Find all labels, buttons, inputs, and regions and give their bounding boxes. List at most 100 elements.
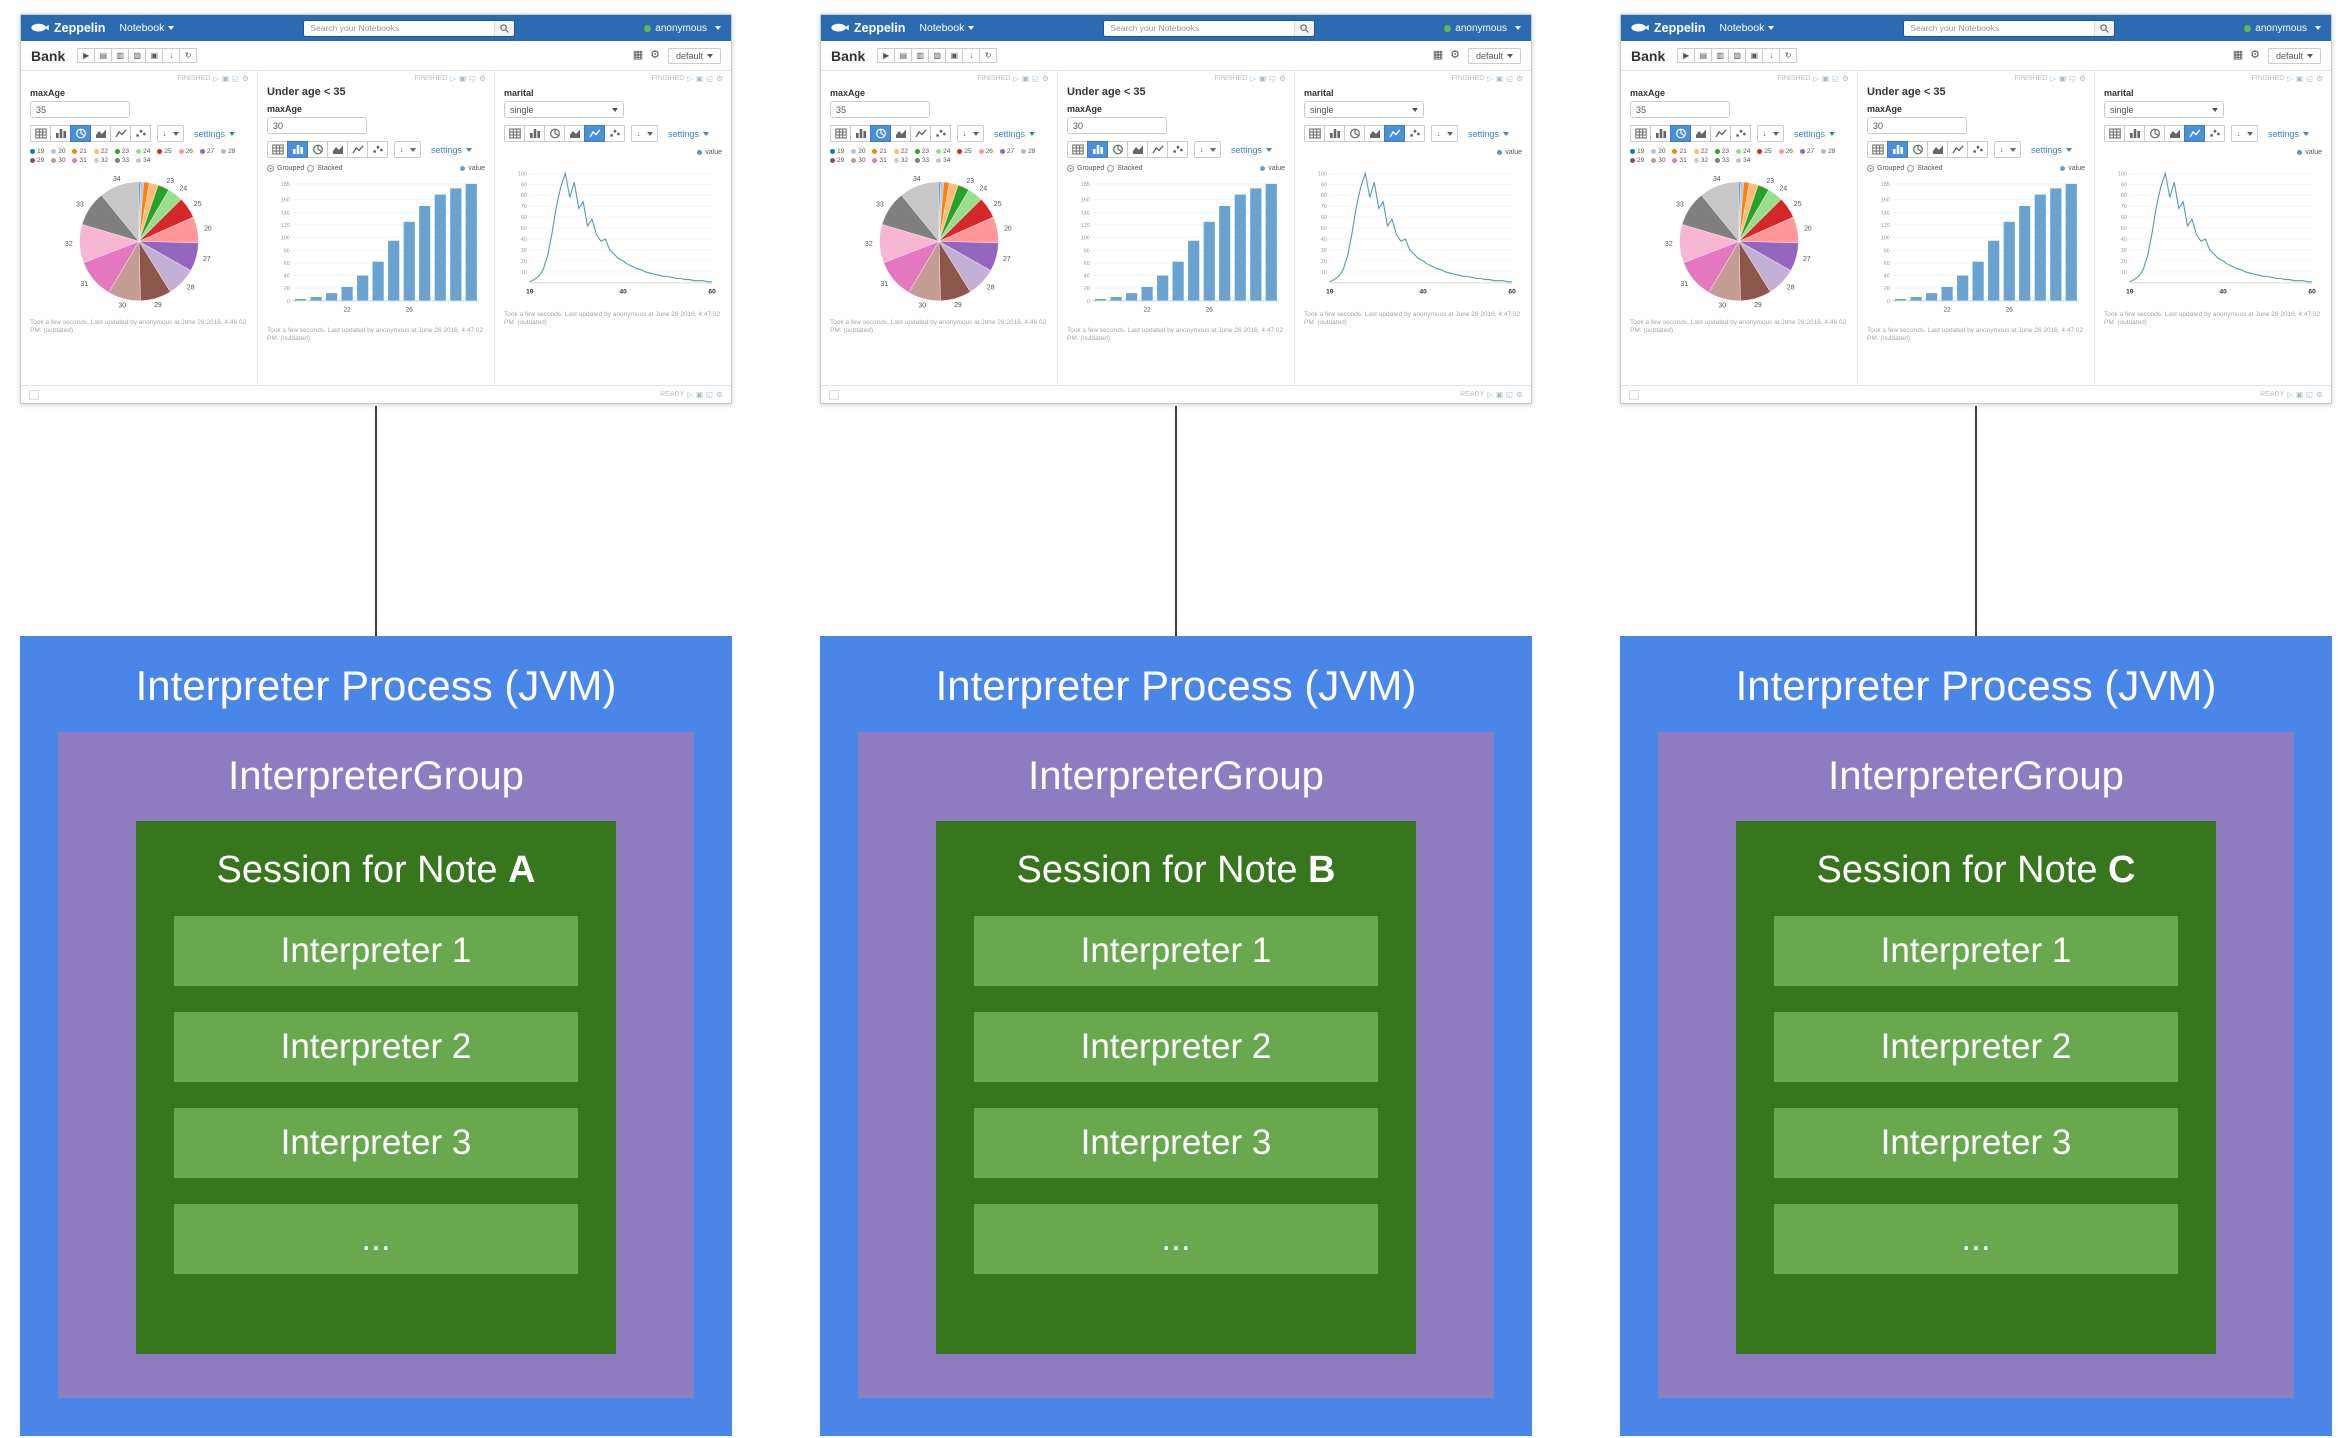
search-button[interactable] [1294, 20, 1315, 36]
clone-note-button[interactable]: ▣ [145, 48, 164, 63]
chart-type-table-button[interactable] [1067, 141, 1088, 158]
chart-type-area-button[interactable] [1927, 141, 1948, 158]
keyboard-shortcuts-icon[interactable]: ▦ [2232, 49, 2244, 61]
grouped-radio[interactable] [267, 165, 274, 172]
clear-output-button[interactable]: ▧ [1728, 48, 1747, 63]
fullscreen-icon[interactable]: ◱ [232, 74, 240, 83]
fullscreen-icon[interactable]: ◱ [1506, 389, 1514, 399]
legend-item[interactable]: 27 [1799, 148, 1814, 155]
legend-item[interactable]: 31 [872, 157, 887, 164]
chart-type-pie-button[interactable] [70, 125, 91, 142]
legend-item[interactable]: 23 [114, 148, 129, 155]
legend-item[interactable]: 33 [114, 157, 129, 164]
marital-select[interactable]: single [504, 101, 624, 118]
clone-note-button[interactable]: ▣ [1745, 48, 1764, 63]
show-editor-icon[interactable]: ▣ [2059, 74, 2067, 83]
interpreter-default-dropdown[interactable]: default [667, 47, 721, 64]
chart-type-table-button[interactable] [830, 125, 851, 142]
user-menu[interactable]: anonymous [2244, 23, 2321, 34]
legend-item[interactable]: 31 [1672, 157, 1687, 164]
legend-item[interactable]: 25 [957, 148, 972, 155]
export-note-button[interactable]: ↓ [162, 48, 181, 63]
show-editor-icon[interactable]: ▣ [1259, 74, 1267, 83]
run-icon[interactable]: ▷ [687, 389, 694, 399]
clear-output-button[interactable]: ▧ [928, 48, 947, 63]
interpreter-default-dropdown[interactable]: default [2267, 47, 2321, 64]
legend-item[interactable]: 21 [1672, 148, 1687, 155]
fullscreen-icon[interactable]: ◱ [706, 74, 714, 83]
chart-type-bar-button[interactable] [1087, 141, 1108, 158]
paragraph-settings-icon[interactable]: ⚙ [1516, 74, 1523, 83]
note-title[interactable]: Bank [831, 47, 866, 64]
chart-type-bar-button[interactable] [850, 125, 871, 142]
show-hide-output-button[interactable]: ▥ [111, 48, 130, 63]
legend-item[interactable]: 29 [830, 157, 844, 164]
chart-type-scatter-button[interactable] [1404, 125, 1425, 142]
run-paragraph-icon[interactable]: ▷ [213, 74, 220, 83]
show-hide-output-button[interactable]: ▥ [911, 48, 930, 63]
paragraph-settings-icon[interactable]: ⚙ [1842, 74, 1849, 83]
legend-item[interactable]: 34 [936, 157, 950, 164]
legend-item[interactable]: 24 [1736, 148, 1750, 155]
brand-link[interactable]: Zeppelin [54, 21, 106, 35]
legend-item[interactable]: 26 [178, 148, 193, 155]
stacked-radio[interactable] [307, 165, 315, 172]
legend-item[interactable]: 27 [999, 148, 1014, 155]
legend-item[interactable]: 28 [1821, 148, 1835, 155]
settings-link[interactable]: settings [668, 129, 710, 139]
grouped-radio[interactable] [1067, 165, 1074, 172]
legend-item[interactable]: 23 [914, 148, 929, 155]
legend-item[interactable]: 28 [221, 148, 235, 155]
show-hide-code-button[interactable]: ▤ [894, 48, 913, 63]
chart-type-scatter-button[interactable] [367, 141, 388, 158]
search-input[interactable] [304, 20, 495, 36]
paragraph-settings-icon[interactable]: ⚙ [479, 74, 486, 83]
chart-type-area-button[interactable] [90, 125, 111, 142]
chart-type-line-button[interactable] [584, 125, 605, 142]
legend-item[interactable]: 30 [1651, 157, 1665, 164]
run-paragraph-icon[interactable]: ▷ [2287, 74, 2294, 83]
chart-type-bar-button[interactable] [524, 125, 545, 142]
search-input[interactable] [1904, 20, 2095, 36]
fullscreen-icon[interactable]: ◱ [2069, 74, 2077, 83]
legend-item[interactable]: 23 [1714, 148, 1729, 155]
run-paragraph-icon[interactable]: ▷ [687, 74, 694, 83]
export-note-button[interactable]: ↓ [962, 48, 981, 63]
chart-type-pie-button[interactable] [307, 141, 328, 158]
settings-link[interactable]: settings [1468, 129, 1510, 139]
search-input[interactable] [1104, 20, 1295, 36]
interpreter-binding-icon[interactable]: ⚙ [650, 49, 660, 61]
brand-link[interactable]: Zeppelin [854, 21, 906, 35]
chart-type-line-button[interactable] [347, 141, 368, 158]
notebook-menu[interactable]: Notebook [919, 22, 975, 34]
editor-icon[interactable]: ▣ [1496, 389, 1504, 399]
legend-item[interactable]: 25 [1757, 148, 1772, 155]
legend-item[interactable]: 30 [51, 157, 65, 164]
legend-item[interactable]: 20 [51, 148, 65, 155]
download-button[interactable]: ↓ [157, 125, 184, 142]
run-paragraph-icon[interactable]: ▷ [1813, 74, 1820, 83]
maxage-input[interactable] [830, 101, 930, 118]
settings-link[interactable]: settings [2031, 145, 2073, 155]
fullscreen-icon[interactable]: ◱ [1269, 74, 1277, 83]
chart-type-line-button[interactable] [1710, 125, 1731, 142]
fullscreen-icon[interactable]: ◱ [1506, 74, 1514, 83]
run-all-paragraphs-button[interactable]: ▶ [1677, 48, 1696, 63]
legend-item[interactable]: 29 [1630, 157, 1644, 164]
clone-note-button[interactable]: ▣ [945, 48, 964, 63]
maxage-input[interactable] [267, 117, 367, 134]
chart-type-pie-button[interactable] [2144, 125, 2165, 142]
show-editor-icon[interactable]: ▣ [1496, 74, 1504, 83]
chart-type-line-button[interactable] [2184, 125, 2205, 142]
keyboard-shortcuts-icon[interactable]: ▦ [632, 49, 644, 61]
legend-item[interactable]: 34 [136, 157, 150, 164]
chart-type-bar-button[interactable] [287, 141, 308, 158]
settings-link[interactable]: settings [1794, 129, 1836, 139]
fullscreen-icon[interactable]: ◱ [2306, 74, 2314, 83]
legend-item[interactable]: 28 [1021, 148, 1035, 155]
interpreter-default-dropdown[interactable]: default [1467, 47, 1521, 64]
marital-select[interactable]: single [1304, 101, 1424, 118]
stacked-radio[interactable] [1107, 165, 1115, 172]
chart-type-area-button[interactable] [1127, 141, 1148, 158]
chart-type-bar-button[interactable] [50, 125, 71, 142]
